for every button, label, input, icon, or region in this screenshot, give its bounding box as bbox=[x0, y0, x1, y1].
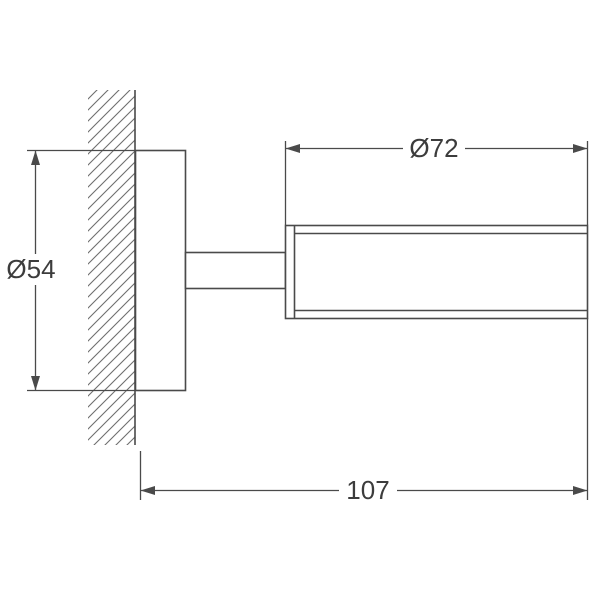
dimension-projection-107: 107 bbox=[139, 318, 589, 506]
dim107-label: 107 bbox=[346, 475, 389, 505]
dimension-diameter-72: Ø72 bbox=[284, 132, 589, 225]
dim107-label-mask bbox=[339, 474, 397, 506]
dim54-label-mask bbox=[4, 254, 60, 285]
dim107-arrow-left-icon bbox=[140, 486, 155, 495]
dim54-label: Ø54 bbox=[6, 254, 55, 284]
dim107-arrow-right-icon bbox=[573, 486, 588, 495]
dim72-arrow-left-icon bbox=[285, 144, 300, 153]
dim72-arrow-right-icon bbox=[573, 144, 588, 153]
dim54-arrow-down-icon bbox=[31, 376, 40, 391]
mounting-plate bbox=[134, 149, 187, 392]
dim72-label-mask bbox=[403, 132, 465, 164]
stem bbox=[184, 251, 287, 290]
wall-hatching bbox=[88, 90, 135, 445]
dim54-arrow-up-icon bbox=[31, 150, 40, 165]
dim72-label: Ø72 bbox=[409, 133, 458, 163]
dimension-diameter-54: Ø54 bbox=[4, 149, 135, 392]
holder-body bbox=[284, 224, 589, 320]
